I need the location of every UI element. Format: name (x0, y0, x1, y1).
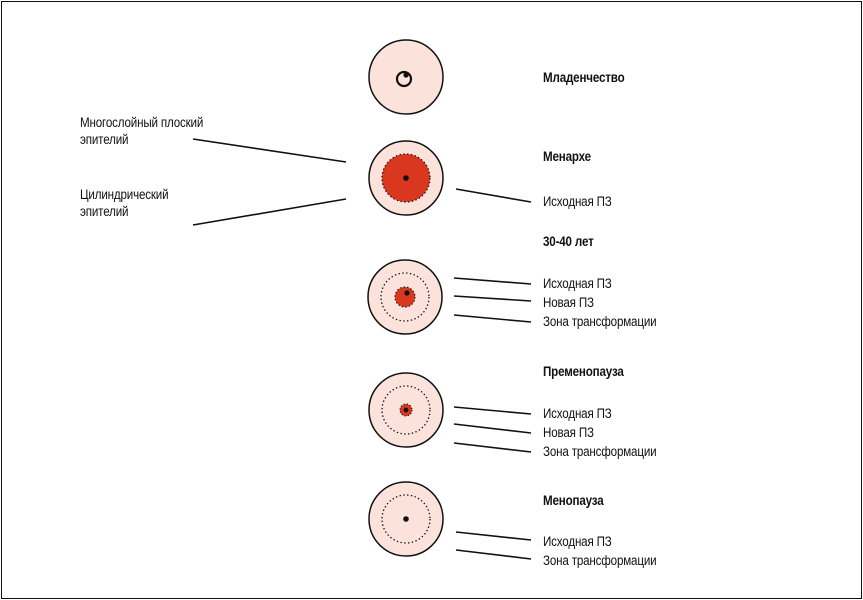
external-os (403, 516, 409, 522)
stage-menopause-disc (369, 482, 443, 556)
stage-title-30-40: 30-40 лет (543, 233, 594, 250)
label-columnar-line1: Цилиндрический (80, 186, 168, 203)
annotation-30-40-original-tz: Исходная ПЗ (543, 275, 612, 292)
annotation-30-40-new-tz: Новая ПЗ (543, 294, 594, 311)
annotation-menarche-original-tz: Исходная ПЗ (543, 193, 612, 210)
stage-infancy-disc (369, 40, 443, 114)
label-squamous-line1: Многослойный плоский (80, 114, 203, 131)
leader-line-30-40-3 (454, 315, 531, 322)
stage-menarche-disc (369, 141, 443, 215)
label-columnar-line2: эпителий (80, 203, 128, 220)
stage-30-40-disc (368, 260, 442, 334)
annotation-30-40-transformation-zone: Зона трансформации (543, 313, 656, 330)
stage-title-menopause: Менопауза (543, 492, 604, 509)
stage-title-menarche: Менархе (543, 148, 591, 165)
stage-title-premenopause: Пременопауза (543, 363, 624, 380)
leader-line-30-40-2 (454, 296, 531, 301)
annotation-menopause-original-tz: Исходная ПЗ (543, 533, 612, 550)
leader-line-menarche-1 (456, 189, 531, 202)
annotation-premenopause-original-tz: Исходная ПЗ (543, 405, 612, 422)
annotation-menopause-transformation-zone: Зона трансформации (543, 552, 656, 569)
leader-line-columnar (193, 199, 346, 225)
stage-premenopause-disc (369, 373, 443, 447)
external-os (404, 290, 409, 295)
external-os (403, 175, 409, 181)
leader-line-menopause-1 (456, 532, 531, 540)
annotation-premenopause-transformation-zone: Зона трансформации (543, 443, 656, 460)
external-os (404, 408, 409, 413)
external-os (403, 72, 408, 77)
annotation-premenopause-new-tz: Новая ПЗ (543, 424, 594, 441)
stage-title-infancy: Младенчество (543, 69, 625, 86)
leader-line-premenopause-2 (454, 424, 531, 433)
leader-line-squamous (193, 139, 346, 162)
leader-line-premenopause-1 (454, 407, 531, 414)
leader-line-30-40-1 (454, 278, 531, 284)
label-squamous-line2: эпителий (80, 131, 128, 148)
leader-line-menopause-2 (456, 550, 531, 559)
leader-line-premenopause-3 (454, 443, 531, 452)
